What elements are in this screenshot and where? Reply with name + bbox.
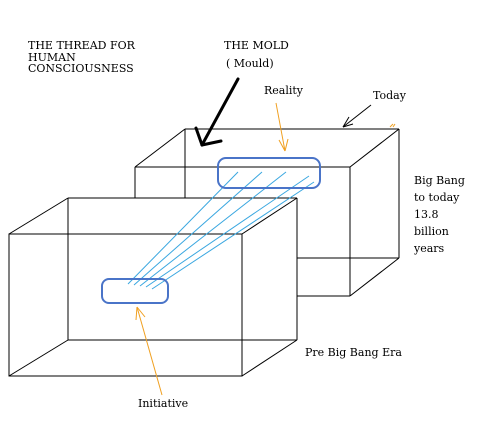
initiative-arrow-shaft <box>136 306 163 396</box>
today-orange-tick <box>389 123 396 128</box>
reality-capsule <box>217 157 321 189</box>
reality-arrow-shaft <box>275 102 286 152</box>
front-box-bottom-left-diagonal <box>8 339 69 377</box>
initiative-arrow <box>135 306 163 396</box>
front-box-front-face <box>8 233 243 377</box>
thread-line <box>145 175 310 288</box>
mold-arrow-head-lower <box>200 139 223 147</box>
mold-subtitle-label: ( Mould) <box>226 57 274 70</box>
reality-arrow <box>275 102 289 152</box>
initiative-arrow-head-left <box>135 306 138 321</box>
consciousness-threads <box>127 171 315 290</box>
today-orange-tick-b <box>392 123 396 128</box>
pre-big-bang-era-label: Pre Big Bang Era <box>305 346 402 359</box>
initiative-capsule <box>101 278 169 304</box>
back-box-top-face-right-edge <box>349 128 400 168</box>
thread-line <box>127 171 239 285</box>
thread-line <box>139 171 287 287</box>
big-bang-to-today-label: Big Bang to today 13.8 billion years <box>414 174 465 256</box>
back-box-bottom-right-diagonal <box>349 257 400 297</box>
thread-title-label: THE THREAD FOR HUMAN CONSCIOUSNESS <box>28 39 135 76</box>
reality-arrow-head-left <box>278 139 286 152</box>
reality-arrow-head-right <box>284 138 289 152</box>
front-box-top-left-edge <box>8 197 69 235</box>
front-box <box>8 197 298 377</box>
mold-arrow-head-upper <box>194 126 204 147</box>
today-arrow-shaft <box>342 104 372 128</box>
today-arrow-head-upper <box>342 116 350 128</box>
today-arrow-head-lower <box>342 123 354 128</box>
thread-line <box>151 181 315 290</box>
back-box-top-face-left-edge <box>134 128 186 168</box>
initiative-label: Initiative <box>138 397 189 410</box>
today-label: Today <box>373 89 406 102</box>
initiative-arrow-head-right <box>136 306 146 318</box>
front-box-bottom-right-diagonal <box>241 339 298 377</box>
today-orange-tick-a <box>389 123 394 128</box>
mold-arrow-shaft <box>200 77 240 147</box>
back-box <box>134 128 400 297</box>
reality-label: Reality <box>264 84 304 97</box>
today-arrow <box>342 104 372 128</box>
mold-arrow <box>194 77 240 147</box>
mold-title-label: THE MOLD <box>224 39 289 52</box>
thread-line <box>133 171 263 286</box>
front-box-top-right-edge <box>241 197 298 235</box>
